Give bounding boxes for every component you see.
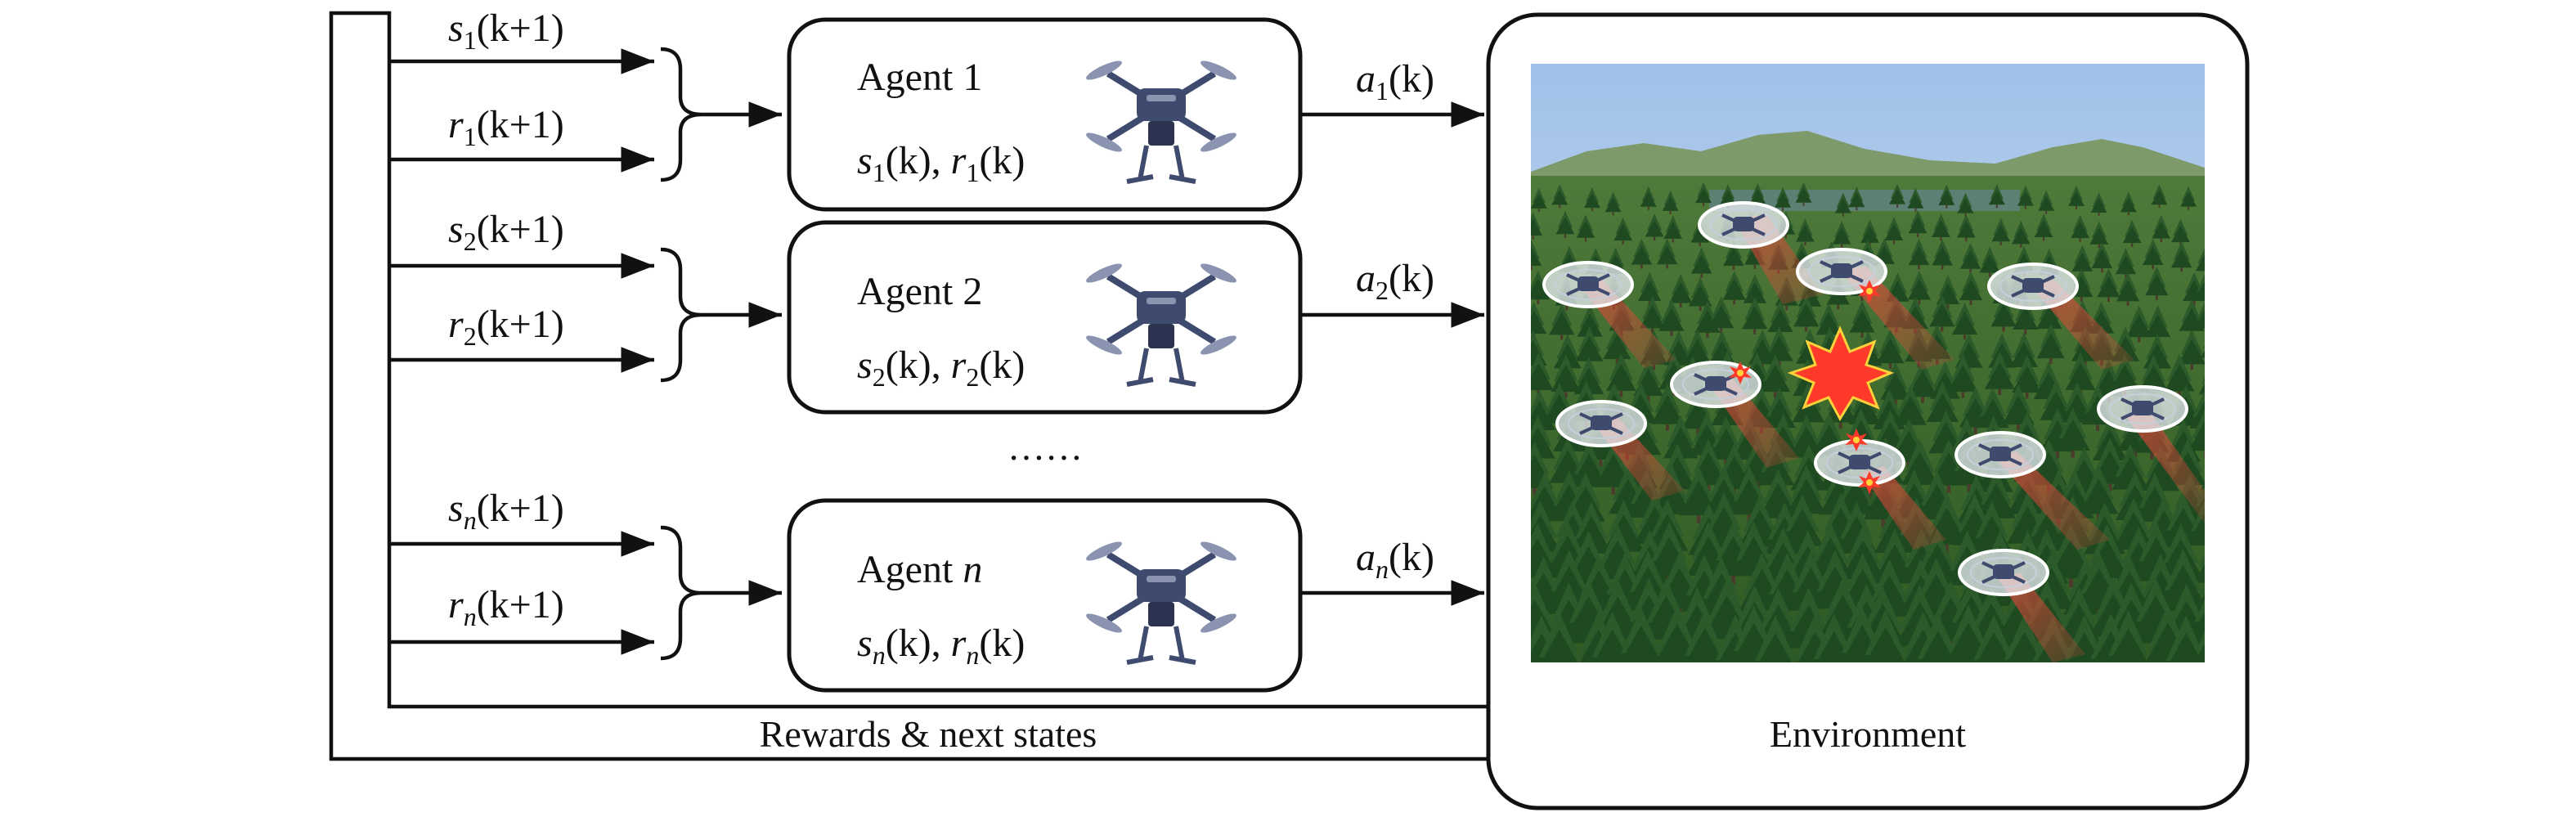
agent-2-box: Agent 2 s2(k), r2(k)	[787, 220, 1303, 415]
uav-icon	[1555, 400, 1647, 447]
agent-2-next-state-label: s2(k+1)	[448, 208, 564, 256]
agent-2-inputs: s2(k+1) r2(k+1)	[448, 208, 564, 351]
agent-n-action-label: an(k)	[1356, 536, 1434, 584]
agent-n-next-state-label: sn(k+1)	[448, 487, 564, 535]
uav-icon	[1814, 439, 1905, 487]
agent-1-title: Agent 1	[857, 56, 982, 99]
action-arrows: a1(k) a2(k) an(k)	[1300, 57, 1484, 606]
agent-1-next-reward-label: r1(k+1)	[448, 103, 564, 151]
agent-1-inputs: s1(k+1) r1(k+1)	[448, 7, 564, 151]
explosion-icon	[1787, 325, 1895, 422]
agent-n-state-reward: sn(k), rn(k)	[857, 622, 1025, 670]
agent-n-box: Agent n sn(k), rn(k)	[787, 498, 1303, 693]
agent-n-next-reward-label: rn(k+1)	[448, 583, 564, 631]
uav-icon	[1954, 431, 2046, 478]
agent-1-action-label: a1(k)	[1356, 57, 1434, 105]
environment-box	[1486, 12, 2250, 810]
feedback-bus	[329, 11, 1488, 761]
agent-1-state-reward: s1(k), r1(k)	[857, 139, 1025, 187]
agent-2-next-reward-label: r2(k+1)	[448, 303, 564, 351]
agent-2-action-label: a2(k)	[1356, 257, 1434, 305]
agent-n-inputs: sn(k+1) rn(k+1)	[448, 487, 564, 631]
agent-1-box: Agent 1 s1(k), r1(k)	[787, 17, 1303, 212]
agents-ellipsis: ……	[1008, 426, 1083, 468]
agent-n-title: Agent n	[857, 548, 982, 591]
uav-icon	[1698, 201, 1789, 249]
agent-2-state-reward: s2(k), r2(k)	[857, 343, 1025, 392]
agent-2-title: Agent 2	[857, 270, 982, 313]
agent-1-next-state-label: s1(k+1)	[448, 7, 564, 55]
feedback-label: Rewards & next states	[760, 713, 1097, 755]
uav-icon	[1958, 549, 2049, 596]
uav-icon	[1987, 263, 2079, 310]
environment-scene	[1531, 64, 2205, 662]
uav-icon	[1542, 261, 1634, 308]
environment-label: Environment	[1770, 713, 1966, 755]
uav-icon	[2097, 385, 2188, 433]
input-braces	[660, 47, 782, 661]
